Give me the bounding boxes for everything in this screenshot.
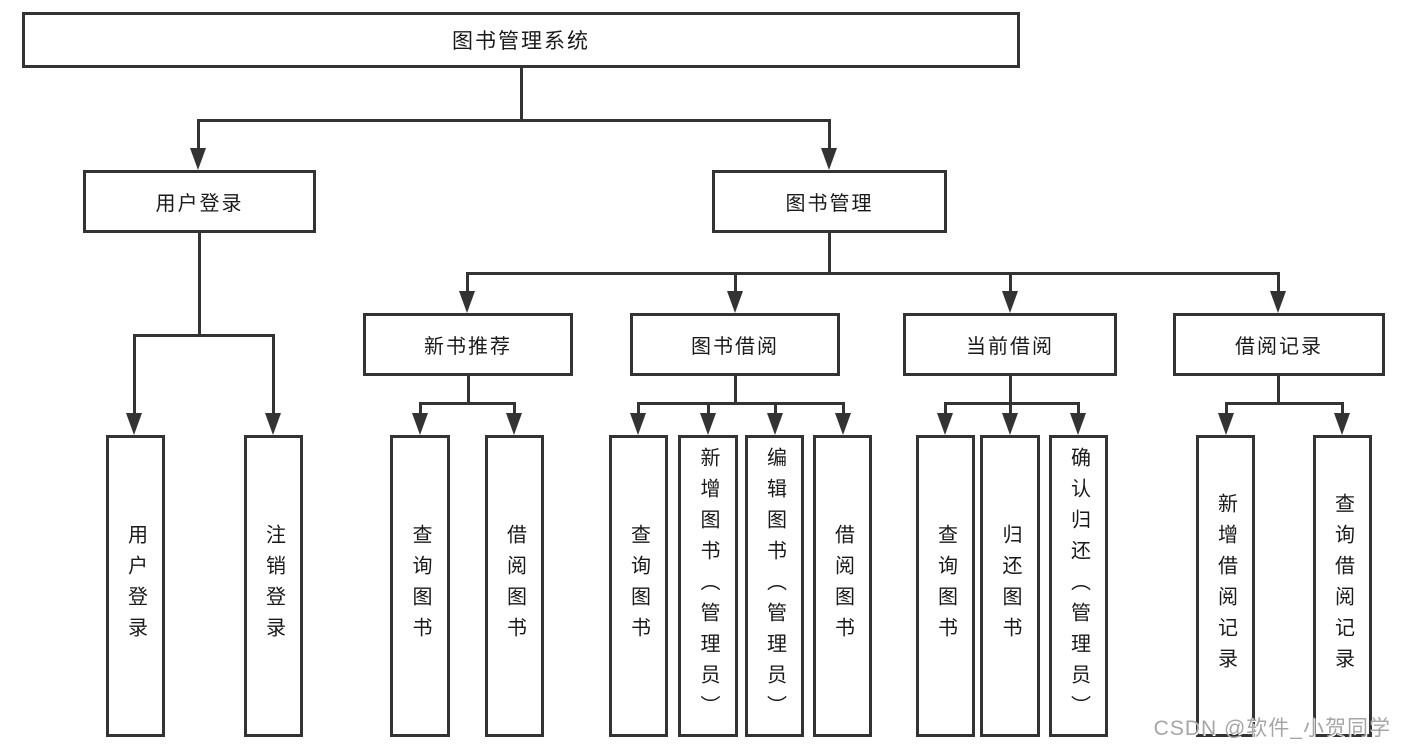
connector-new-book-rail [419,402,516,405]
leaf-query-books-current: 查询图书 [916,435,975,737]
arrowhead-leaf-return [1002,413,1018,435]
leaf-borrow-books: 借阅图书 [813,435,872,737]
connector-leaf-borrow1-stem [513,402,516,415]
connector-leaf-query2-stem [637,402,640,415]
node-current-borrow: 当前借阅 [903,313,1117,376]
connector-leaf-confirm-return-stem [1077,402,1080,415]
connector-book-management-stem [828,119,831,151]
connector-leaf-logout-stem [272,334,275,416]
csdn-watermark: CSDN @软件_小贺同学 [1153,717,1391,740]
connector-level3-rail [466,272,1279,275]
arrowhead-leaf-confirm-return [1070,413,1086,435]
connector-book-management-down [828,233,831,274]
connector-user-login-down [198,233,201,337]
leaf-add-book-admin: 新增图书（管理员） [678,435,738,737]
arrowhead-leaf-login [126,413,142,435]
leaf-borrow-books-label: 借阅图书 [831,524,854,648]
leaf-edit-book-admin-label: 编辑图书（管理员） [763,446,786,726]
leaf-query-books-borrow: 查询图书 [609,435,668,737]
node-borrow-records: 借阅记录 [1173,313,1385,376]
connector-new-book-stem [466,272,469,293]
connector-leaf-query1-stem [419,402,422,415]
arrowhead-leaf-add-record [1218,413,1234,435]
connector-borrow-records-rail [1225,402,1344,405]
connector-current-borrow-down [1009,376,1012,405]
leaf-confirm-return-admin-label: 确认归还（管理员） [1067,446,1090,726]
connector-leaf-login-stem [133,334,136,416]
connector-user-login-rail [133,334,275,337]
leaf-return-book: 归还图书 [980,435,1040,737]
connector-leaf-edit-book-stem [774,402,777,415]
connector-borrow-records-stem [1277,272,1280,293]
leaf-edit-book-admin: 编辑图书（管理员） [745,435,804,737]
arrowhead-current-borrow [1002,291,1018,313]
connector-book-borrow-stem [734,272,737,293]
leaf-confirm-return-admin: 确认归还（管理员） [1049,435,1108,737]
leaf-add-borrow-record: 新增借阅记录 [1196,435,1255,737]
connector-current-borrow-rail [944,402,1080,405]
arrowhead-leaf-query2 [630,413,646,435]
connector-leaf-borrow2-stem [842,402,845,415]
leaf-borrow-books-recommend-label: 借阅图书 [503,524,526,648]
node-book-management: 图书管理 [712,170,947,233]
leaf-query-books-current-label: 查询图书 [934,524,957,648]
connector-level2-rail [197,119,831,122]
arrowhead-leaf-query3 [937,413,953,435]
connector-leaf-return-stem [1009,402,1012,415]
node-user-login: 用户登录 [83,170,316,233]
arrowhead-user-login [190,148,206,170]
leaf-query-borrow-record-label: 查询借阅记录 [1331,493,1354,679]
leaf-query-borrow-record: 查询借阅记录 [1313,435,1372,737]
leaf-user-login-label: 用户登录 [124,524,147,648]
arrowhead-borrow-records [1270,291,1286,313]
leaf-user-login: 用户登录 [106,435,165,737]
arrowhead-leaf-logout [265,413,281,435]
arrowhead-book-borrow [727,291,743,313]
arrowhead-book-management [821,148,837,170]
arrowhead-leaf-borrow1 [506,413,522,435]
connector-leaf-add-book-stem [707,402,710,415]
leaf-add-book-admin-label: 新增图书（管理员） [697,446,719,726]
connector-root-stem [520,67,523,121]
node-new-book-recommend: 新书推荐 [363,313,573,376]
arrowhead-leaf-query-record [1334,413,1350,435]
leaf-query-books-recommend: 查询图书 [390,435,450,737]
arrowhead-leaf-add-book [700,413,716,435]
leaf-logout-label: 注销登录 [262,524,285,648]
leaf-borrow-books-recommend: 借阅图书 [485,435,544,737]
connector-current-borrow-stem [1009,272,1012,293]
node-root: 图书管理系统 [22,12,1020,68]
arrowhead-leaf-query1 [412,413,428,435]
arrowhead-new-book [459,291,475,313]
connector-borrow-records-down [1277,376,1280,405]
connector-user-login-stem [197,119,200,151]
arrowhead-leaf-edit-book [767,413,783,435]
connector-leaf-add-record-stem [1225,402,1228,415]
connector-book-borrow-rail [637,402,845,405]
connector-leaf-query3-stem [944,402,947,415]
connector-leaf-query-record-stem [1341,402,1344,415]
connector-book-borrow-down [734,376,737,405]
leaf-logout: 注销登录 [244,435,303,737]
connector-new-book-down [467,376,470,405]
leaf-query-books-borrow-label: 查询图书 [627,524,650,648]
arrowhead-leaf-borrow2 [835,413,851,435]
leaf-query-books-recommend-label: 查询图书 [409,524,431,648]
leaf-add-borrow-record-label: 新增借阅记录 [1214,493,1237,679]
leaf-return-book-label: 归还图书 [999,524,1021,648]
node-book-borrow: 图书借阅 [630,313,840,376]
